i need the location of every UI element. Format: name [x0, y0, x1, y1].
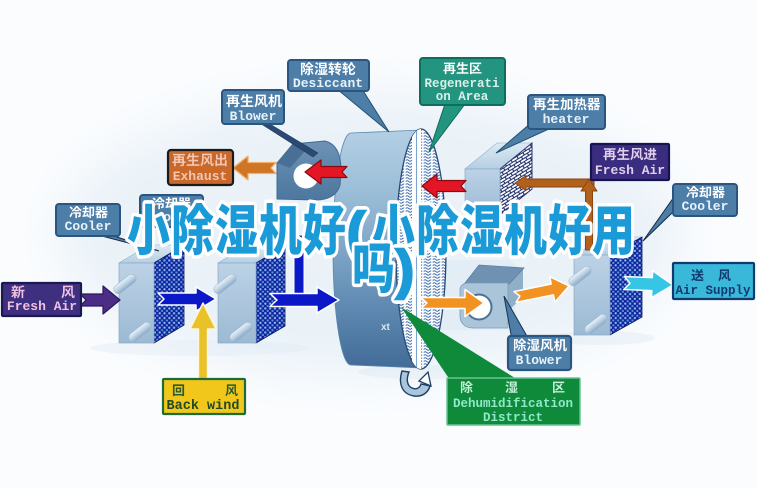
svg-text:Fresh Air: Fresh Air	[7, 299, 77, 314]
svg-text:Air Supply: Air Supply	[675, 284, 751, 298]
svg-text:): )	[396, 240, 414, 300]
svg-text:Cooler: Cooler	[65, 219, 112, 234]
svg-text:Cooler: Cooler	[682, 199, 729, 214]
svg-text:Exhaust: Exhaust	[173, 169, 228, 184]
svg-text:Regenerati: Regenerati	[424, 77, 499, 91]
svg-text:on Area: on Area	[436, 90, 489, 104]
svg-text:Blower: Blower	[516, 353, 563, 368]
svg-text:Desiccant: Desiccant	[293, 76, 363, 91]
svg-text:Blower: Blower	[230, 109, 277, 124]
svg-text:Dehumidification: Dehumidification	[453, 397, 573, 411]
svg-text:Fresh Air: Fresh Air	[595, 163, 665, 178]
svg-text:District: District	[483, 411, 543, 425]
svg-text:heater: heater	[543, 112, 590, 127]
svg-text:xt: xt	[381, 322, 391, 333]
svg-text:Back wind: Back wind	[167, 399, 240, 414]
